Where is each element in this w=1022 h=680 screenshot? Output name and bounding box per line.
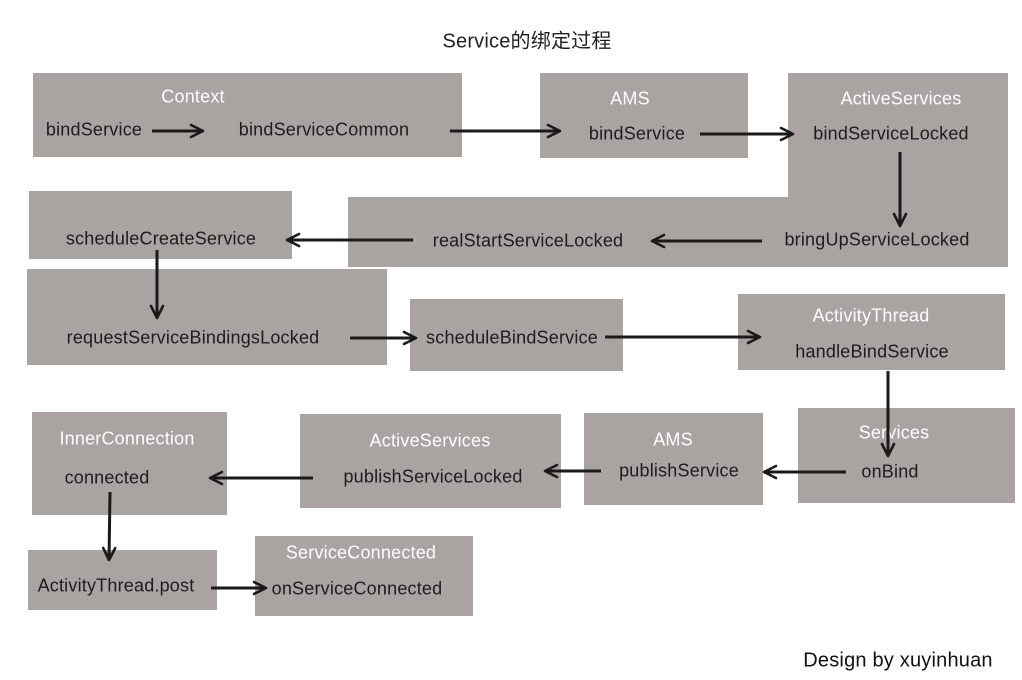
schedule-bind-box <box>410 299 623 371</box>
active-services-publish-header: ActiveServices <box>369 430 491 451</box>
schedule-bind-service-label: scheduleBindService <box>426 327 598 348</box>
ams-publish-box <box>584 413 763 505</box>
services-box <box>798 408 1015 503</box>
inner-connection-box <box>32 412 227 515</box>
real-start-service-locked-label: realStartServiceLocked <box>432 230 624 251</box>
handle-bind-service-label: handleBindService <box>795 341 949 362</box>
publish-service-locked-label: publishServiceLocked <box>343 466 523 487</box>
ams-publish-header: AMS <box>653 429 693 450</box>
context-bind-service-label: bindService <box>45 119 143 140</box>
on-service-connected-label: onServiceConnected <box>271 578 443 599</box>
inner-connection-header: InnerConnection <box>59 428 195 449</box>
context-header: Context <box>161 86 225 107</box>
design-credit: Design by xuyinhuan <box>803 649 993 672</box>
context-bind-service-common-label: bindServiceCommon <box>238 119 410 140</box>
bring-up-service-locked-label: bringUpServiceLocked <box>784 229 970 250</box>
connected-label: connected <box>64 467 150 488</box>
context-box <box>33 73 462 157</box>
ams-top-box <box>540 73 748 158</box>
on-bind-label: onBind <box>861 461 919 482</box>
service-connected-header: ServiceConnected <box>285 542 437 563</box>
activity-thread-box <box>738 294 1005 370</box>
schedule-create-service-label: scheduleCreateService <box>65 228 257 249</box>
real-start-band-box <box>348 197 1008 267</box>
request-service-bindings-locked-label: requestServiceBindingsLocked <box>66 327 320 348</box>
ams-top-header: AMS <box>610 88 650 109</box>
activity-thread-post-label: ActivityThread.post <box>37 575 195 596</box>
service-connected-box <box>255 536 473 616</box>
ams-bind-service-label: bindService <box>588 123 686 144</box>
services-header: Services <box>858 422 930 443</box>
schedule-create-box <box>29 191 292 259</box>
publish-service-label: publishService <box>619 460 739 481</box>
request-bindings-box <box>27 269 387 365</box>
active-services-top-header: ActiveServices <box>840 88 962 109</box>
active-services-publish-box <box>300 414 561 508</box>
activity-thread-header: ActivityThread <box>812 305 930 326</box>
diagram-title: Service的绑定过程 <box>442 30 612 53</box>
bind-service-locked-label: bindServiceLocked <box>813 123 969 144</box>
activity-thread-post-box <box>28 550 217 610</box>
